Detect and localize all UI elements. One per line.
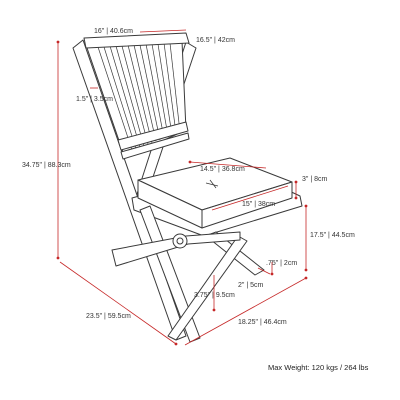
hinge-knob-inner [176,237,184,245]
foot-dimension-line [257,267,271,275]
backrest-top-rail [83,32,190,49]
seat-width-label: 14.5" | 36.8cm [200,166,245,173]
back-leg-left [72,39,187,341]
foot-width-label: 2" | 5cm [238,282,263,289]
dimension-lines [57,29,307,346]
cushion-thickness-label: 3" | 8cm [302,176,327,183]
cushion-tie-mark [205,179,219,189]
dimension-ticks [56,40,308,346]
backrest-lower-rail [120,132,190,160]
top-depth-label: 16.5" | 42cm [196,37,235,44]
seat-depth-dimension-line [211,185,289,211]
backrest-slats [97,42,181,151]
depth-dimension-line [59,261,177,345]
top-width-dimension-line [139,29,187,33]
overall-width-label: 18.25" | 46.4cm [238,319,287,326]
foot-height-label: .75" | 2cm [266,260,297,267]
seat-width-dimension-line [189,161,267,169]
slat-label: 1.5" | 3.5cm [76,96,113,103]
backrest-middle-rail [117,121,189,151]
seat-cushion-side [201,181,293,229]
seat-height-label: 17.5" | 44.5cm [310,232,355,239]
max-weight-note: Max Weight: 120 kgs / 264 lbs [268,363,369,372]
front-leg-left [139,205,201,343]
overall-height-label: 34.75" | 88.3cm [22,162,71,169]
seat-depth-label: 15" | 38cm [242,201,275,208]
chair-drawing [72,32,303,343]
lower-stretcher [111,231,241,267]
top-width-label: 16" | 40.6cm [94,28,133,35]
front-cross-leg [167,235,248,341]
width-dimension-line [184,277,307,346]
overall-depth-label: 23.5" | 59.5cm [86,313,131,320]
clearance-label: 3.75" | 9.5cm [194,292,235,299]
